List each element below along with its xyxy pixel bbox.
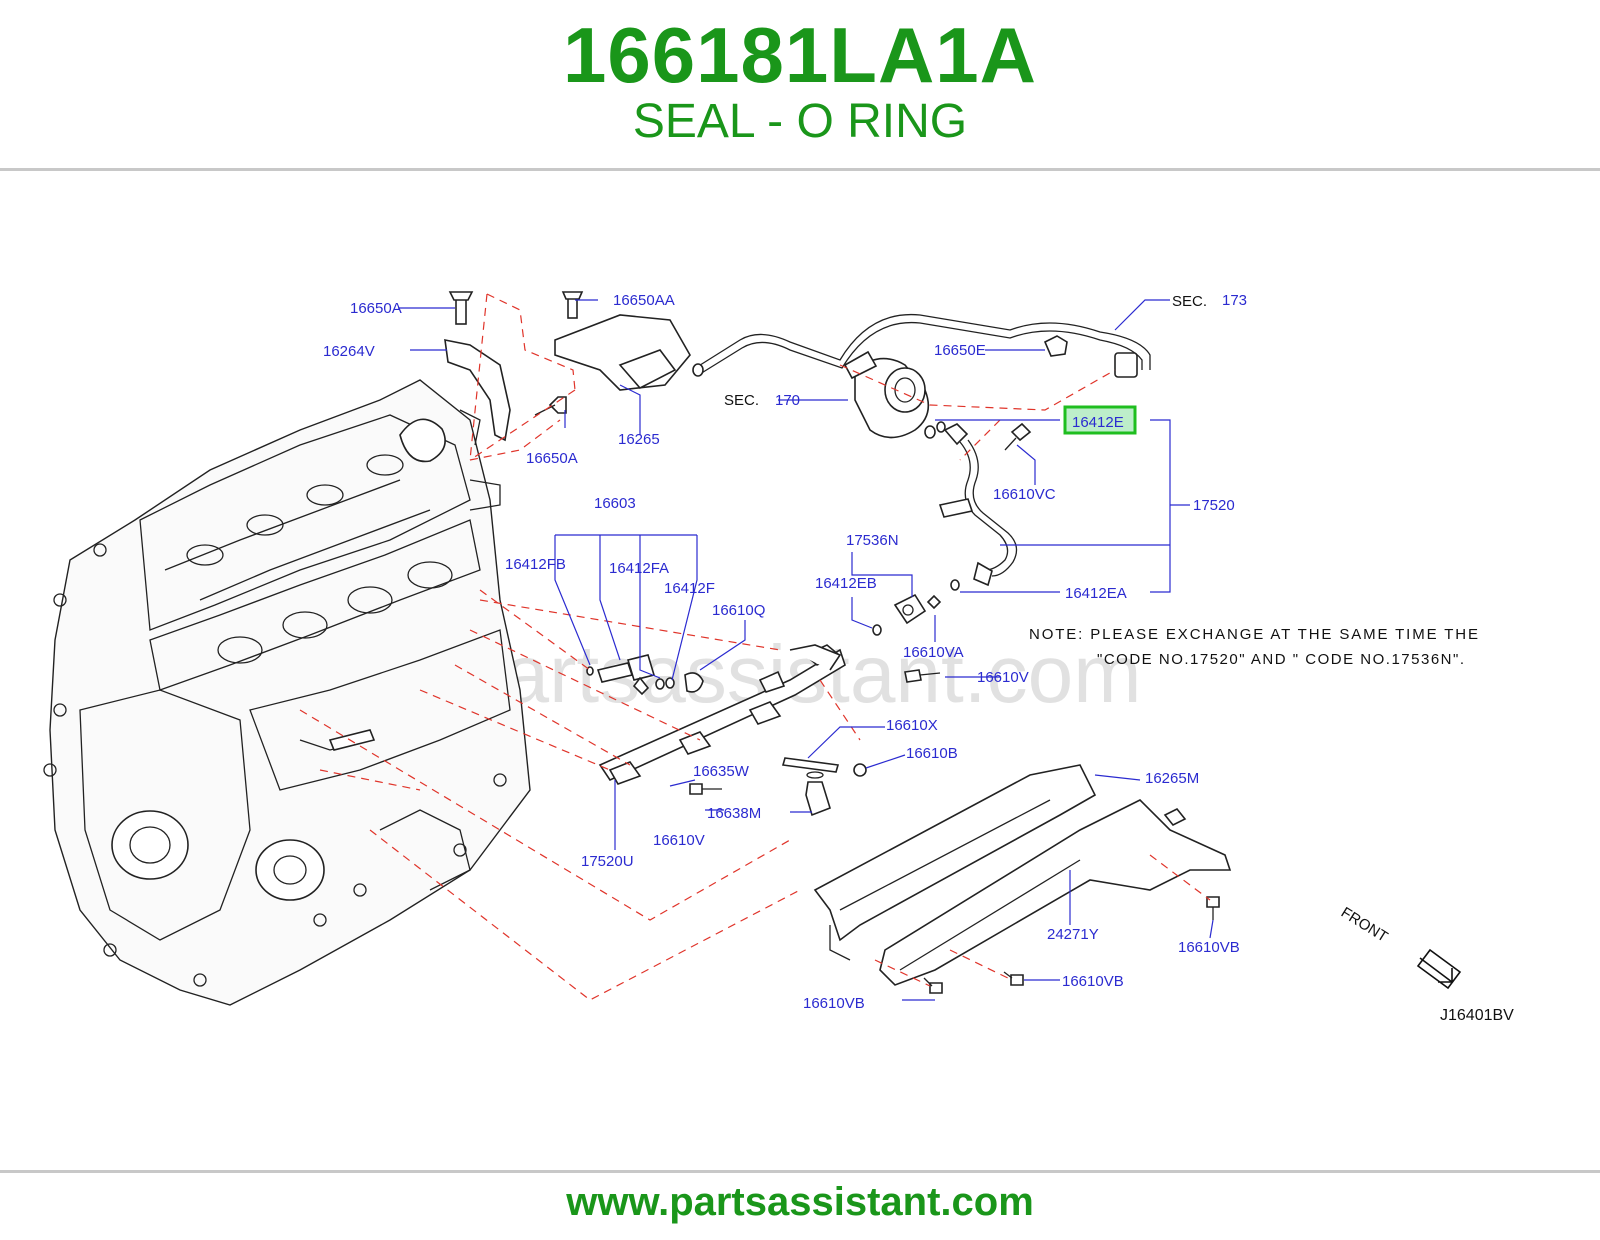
label-16610vb-mid[interactable]: 16610VB [1062, 973, 1124, 990]
front-arrow-icon [1416, 948, 1462, 990]
fuel-tube-17520-drawing [938, 422, 1032, 591]
leader-lines [398, 299, 1214, 1001]
label-16610v-right[interactable]: 16610V [977, 669, 1029, 686]
label-16412f[interactable]: 16412F [664, 580, 715, 597]
label-16412e-highlighted[interactable]: 16412E [1072, 414, 1124, 431]
fuel-rail-17520u-drawing [598, 644, 941, 817]
label-16610va[interactable]: 16610VA [903, 644, 964, 661]
label-17536n[interactable]: 17536N [846, 532, 899, 549]
injector-cover-16265m-drawing [813, 764, 1232, 994]
diagram-code: J16401BV [1440, 1007, 1514, 1024]
label-16412fa[interactable]: 16412FA [609, 560, 669, 577]
label-16610x[interactable]: 16610X [886, 717, 938, 734]
label-16610vc[interactable]: 16610VC [993, 486, 1056, 503]
page-header: 166181LA1A SEAL - O RING [0, 0, 1600, 170]
label-16610b[interactable]: 16610B [906, 745, 958, 762]
label-16650aa[interactable]: 16650AA [613, 292, 675, 309]
sec-170-prefix: SEC. [724, 392, 759, 409]
label-16264v[interactable]: 16264V [323, 343, 375, 360]
label-16610v-low[interactable]: 16610V [653, 832, 705, 849]
fuel-pump-drawing [843, 350, 946, 439]
label-16412ea[interactable]: 16412EA [1065, 585, 1127, 602]
label-17520u[interactable]: 17520U [581, 853, 634, 870]
injector-16603-drawing [586, 654, 704, 696]
footer-url[interactable]: www.partsassistant.com [566, 1180, 1034, 1224]
label-24271y[interactable]: 24271Y [1047, 926, 1099, 943]
front-label: FRONT [1338, 904, 1391, 946]
note-line-2: "CODE NO.17520" AND " CODE NO.17536N". [1097, 651, 1465, 668]
bracket-16264v-drawing [444, 291, 567, 442]
label-16650e[interactable]: 16650E [934, 342, 986, 359]
label-16610vb-left[interactable]: 16610VB [803, 995, 865, 1012]
label-16412fb[interactable]: 16412FB [505, 556, 566, 573]
label-16635w[interactable]: 16635W [693, 763, 750, 780]
label-16650a-mid[interactable]: 16650A [526, 450, 578, 467]
alignment-guides [299, 293, 1211, 1001]
note-line-1: NOTE: PLEASE EXCHANGE AT THE SAME TIME T… [1029, 626, 1479, 643]
label-16638m[interactable]: 16638M [707, 805, 761, 822]
sec-173-number[interactable]: 173 [1222, 292, 1247, 309]
sec-173-prefix: SEC. [1172, 293, 1207, 310]
label-16610q[interactable]: 16610Q [712, 602, 765, 619]
label-16650a-top[interactable]: 16650A [350, 300, 402, 317]
label-16265m[interactable]: 16265M [1145, 770, 1199, 787]
label-16265[interactable]: 16265 [618, 431, 660, 448]
part-number-title: 166181LA1A [563, 11, 1037, 99]
label-17520[interactable]: 17520 [1193, 497, 1235, 514]
part-description: SEAL - O RING [632, 95, 968, 148]
parts-diagram: www.partsassistant.com [43, 291, 1514, 1024]
label-16603[interactable]: 16603 [594, 495, 636, 512]
header-divider [0, 168, 1600, 171]
highlight-box [1063, 405, 1137, 435]
sec-170-number[interactable]: 170 [775, 392, 800, 409]
label-16610vb-right[interactable]: 16610VB [1178, 939, 1240, 956]
hose-sec173-drawing [692, 313, 1151, 378]
sensor-17536n-drawing [872, 593, 942, 636]
engine-block-drawing [43, 379, 531, 1006]
cover-16265-drawing [554, 291, 691, 391]
label-16412eb[interactable]: 16412EB [815, 575, 877, 592]
footer-divider [0, 1170, 1600, 1173]
